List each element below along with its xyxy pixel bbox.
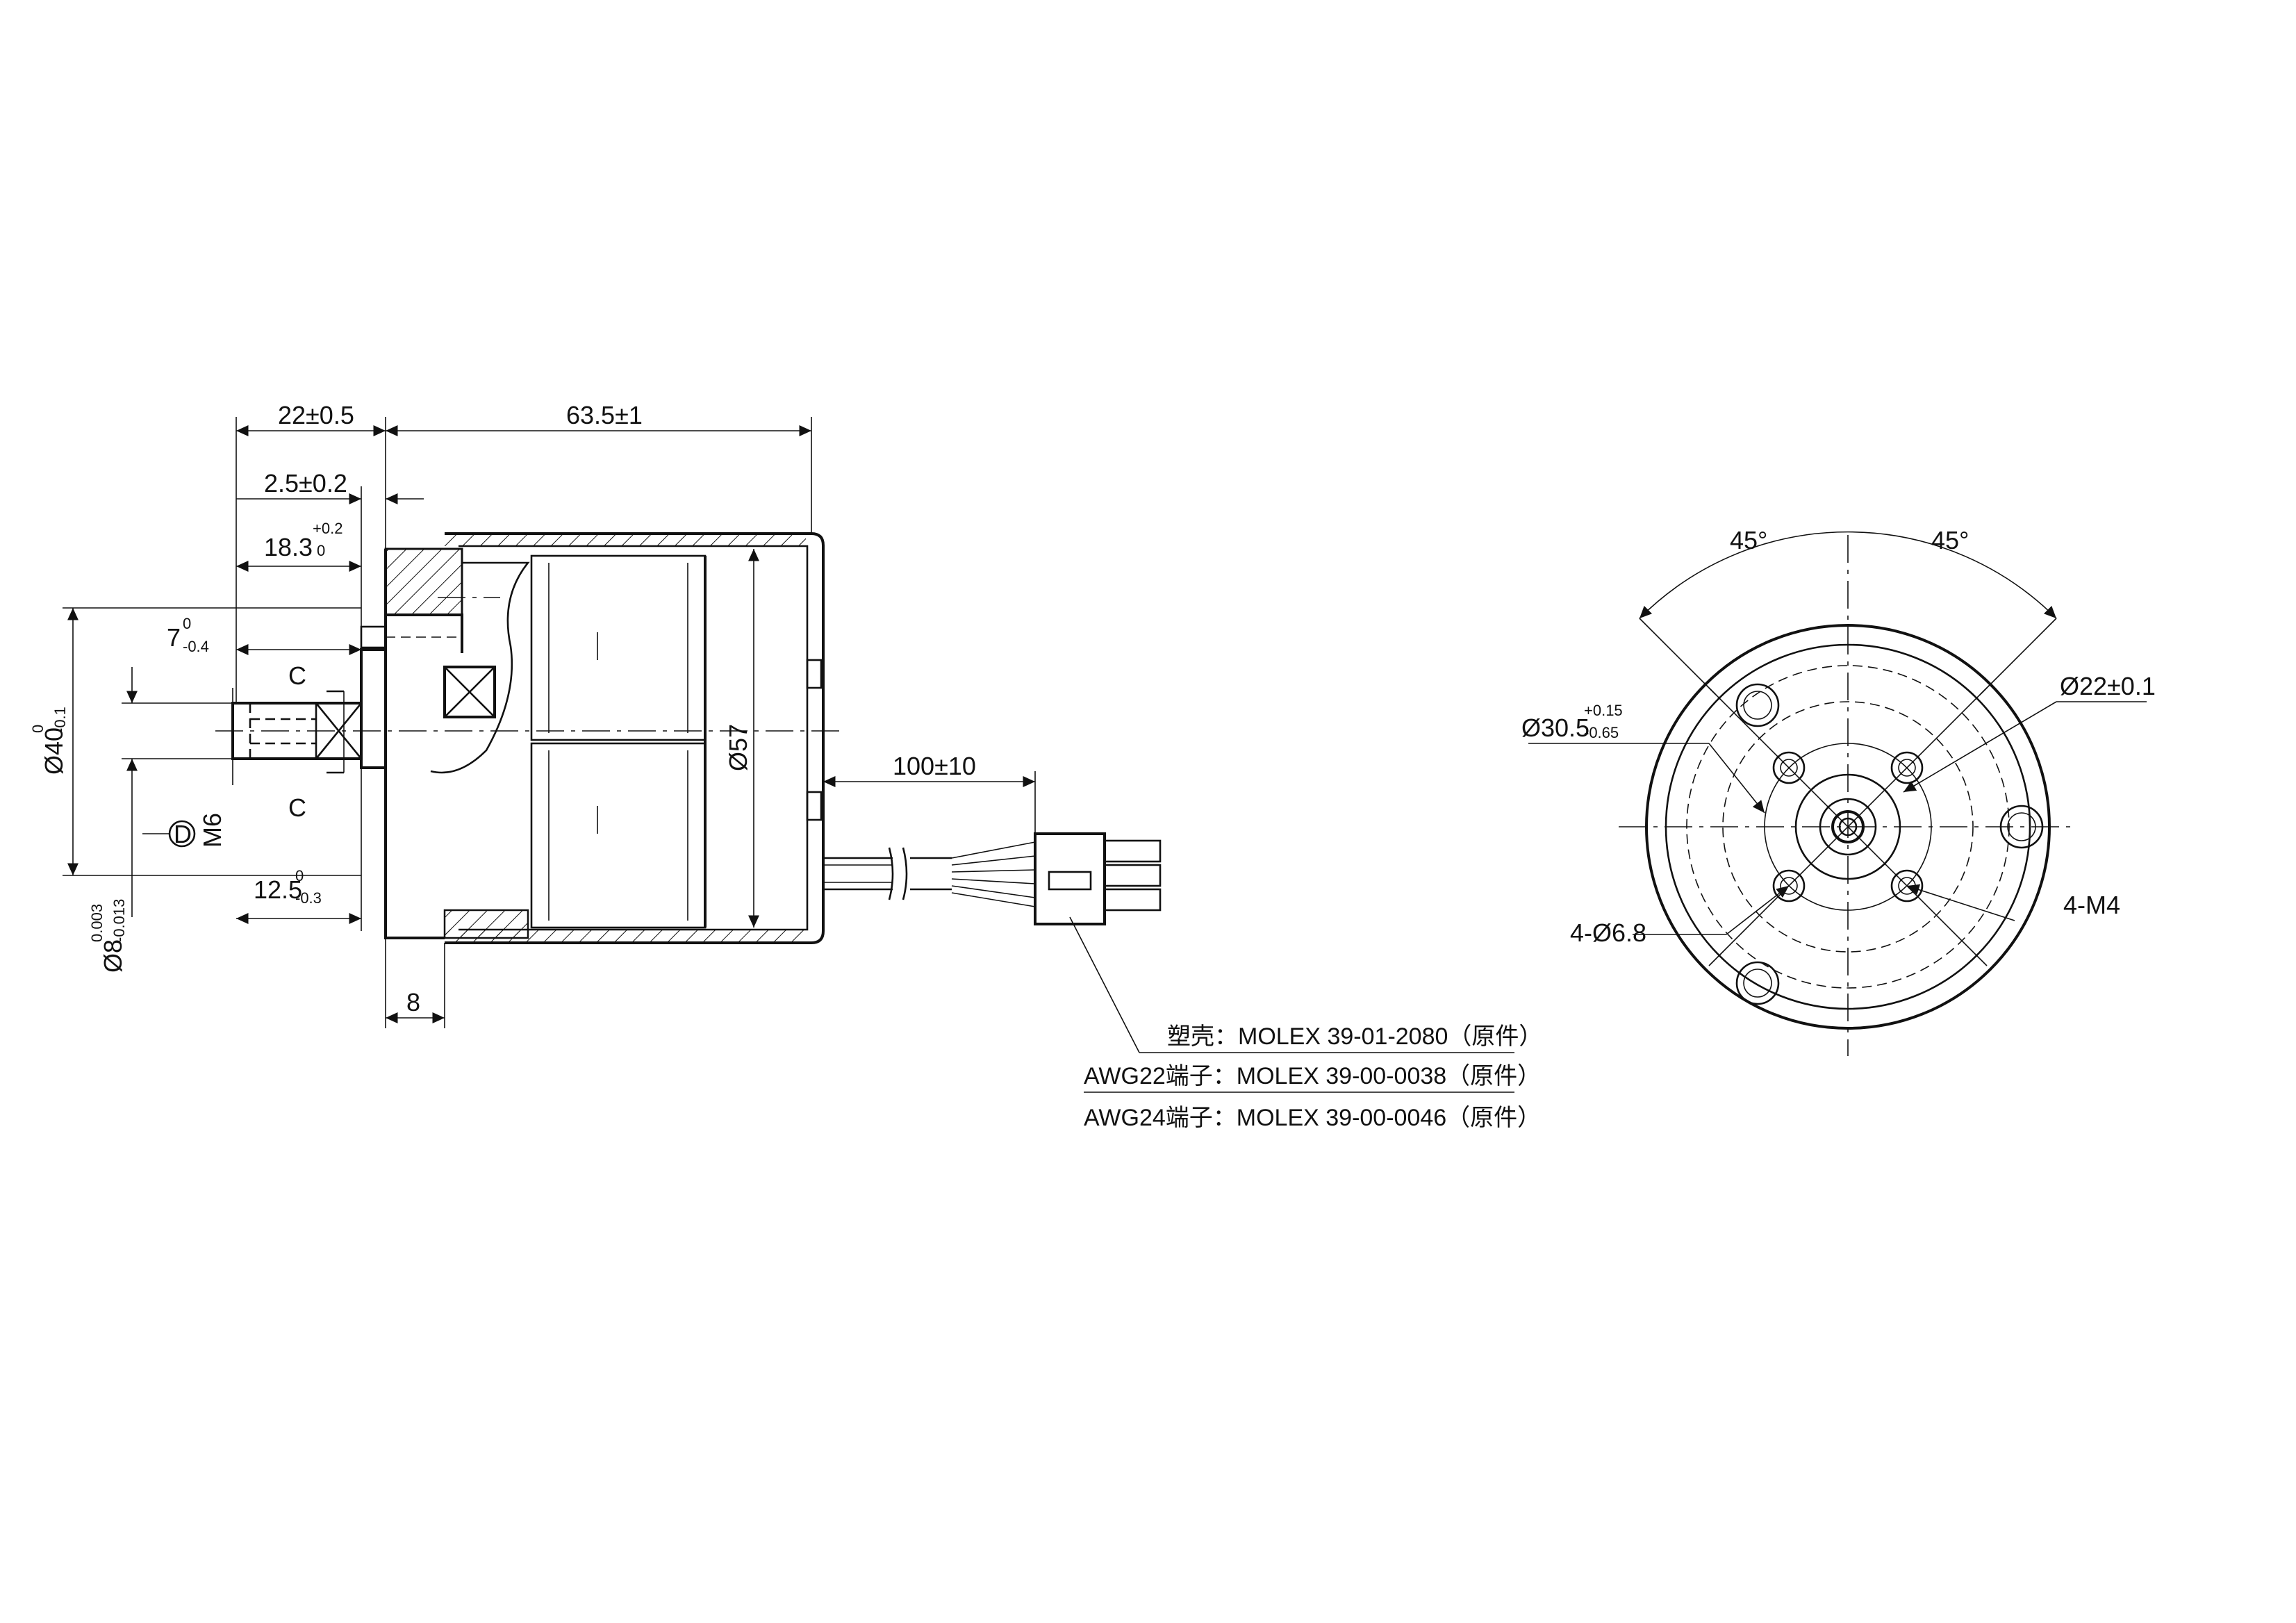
dim-dia-8: Ø8 [99,939,127,973]
outer-screws [1735,683,2044,1005]
connector [1034,832,1514,1053]
bearing [443,666,496,718]
dim-12-5-lower: -0.3 [295,889,322,907]
dim-18-3: 18.3 [264,533,313,561]
dim-dia-30-5: Ø30.5 [1521,714,1589,742]
dim-holes-m4: 4-M4 [2063,891,2120,919]
dim-2-5: 2.5±0.2 [264,469,347,497]
stator-lower [530,742,707,929]
side-view: 22±0.5 63.5±1 2.5±0.2 18.3 +0.2 0 7 0 -0… [29,401,1542,1131]
dimension-lines [63,417,1036,1028]
dim-m6: M6 [198,813,226,848]
mount-holes [1772,751,1924,903]
note-awg24: AWG24端子：MOLEX 39-00-0046（原件） [1084,1105,1541,1131]
dim-dia-8-lower: -0.013 [110,899,128,942]
front-view: 45° 45° Ø30.5 +0.15 -0.65 Ø22±0.1 4-Ø6.8… [1521,526,2156,1056]
dim-dia-40: Ø40 [40,727,68,775]
dim-lead-100: 100±10 [893,752,976,780]
dim-dia-30-5-lower: -0.65 [1584,724,1619,741]
lead-wires [823,841,1036,907]
dim-18-3-lower: 0 [317,542,325,559]
dim-7-upper: 0 [183,615,191,632]
dim-dia-8-upper: 0.003 [88,904,106,942]
angle-right: 45° [1931,526,1969,554]
dim-63-5: 63.5±1 [566,401,643,429]
dim-holes-6-8: 4-Ø6.8 [1570,918,1646,947]
note-housing: 塑壳：MOLEX 39-01-2080（原件） [1167,1023,1542,1050]
note-awg22: AWG22端子：MOLEX 39-00-0038（原件） [1084,1063,1541,1089]
flange-hatch [384,547,463,616]
section-c-top: C [288,661,306,690]
dim-7-lower: -0.4 [183,638,209,655]
dim-dia-40-lower: -0.1 [51,707,69,733]
dim-dia-22: Ø22±0.1 [2060,672,2156,700]
dim-22: 22±0.5 [278,401,354,429]
dim-18-3-upper: +0.2 [313,520,342,537]
dim-12-5-upper: 0 [295,867,304,884]
section-c-bottom: C [288,793,306,822]
housing-outline [445,532,825,944]
dim-7: 7 [167,623,181,652]
datum-d: D [174,820,192,848]
dim-dia-40-upper: 0 [29,725,47,733]
stator-upper [530,554,707,741]
dim-dia-57: Ø57 [724,724,752,771]
angle-left: 45° [1730,526,1767,554]
dim-8: 8 [406,988,420,1016]
dim-12-5: 12.5 [254,875,302,904]
dim-dia-30-5-upper: +0.15 [1584,702,1623,719]
